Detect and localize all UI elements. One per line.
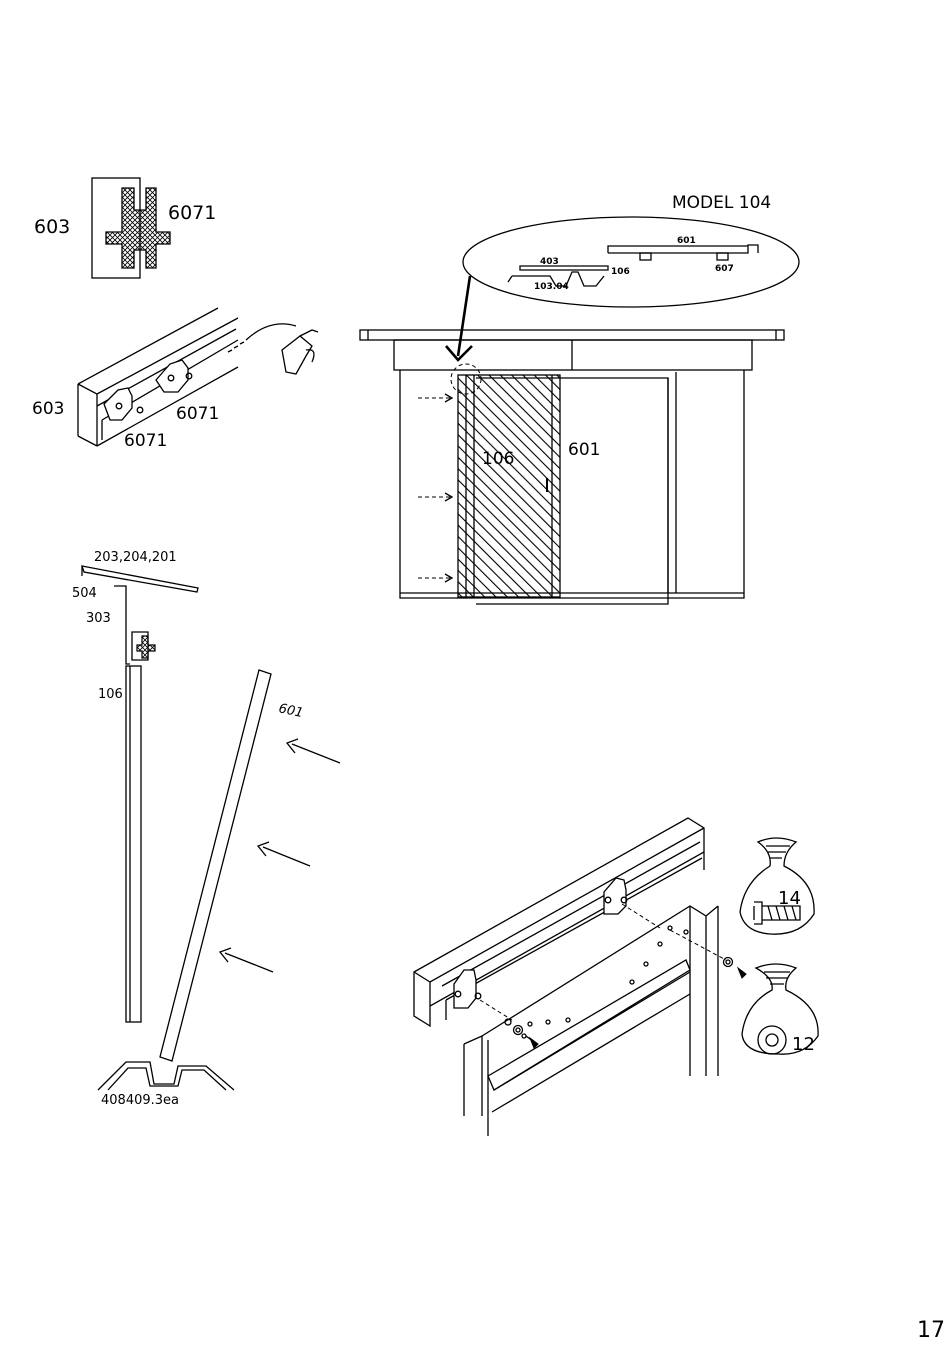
leader-arrow — [458, 276, 470, 356]
label-601-b: 601 — [277, 701, 304, 721]
label-203-204-201: 203,204,201 — [94, 550, 177, 565]
label-6071-c: 6071 — [124, 431, 167, 451]
wardrobe-frame — [360, 330, 784, 604]
label-408409: 408409.3ea — [101, 1093, 179, 1108]
model-104-view: MODEL 104 601 403 106 607 103.04 — [360, 193, 799, 604]
bag-label-12: 12 — [792, 1034, 815, 1055]
top-panel-203 — [82, 566, 198, 592]
label-6071: 6071 — [168, 202, 216, 224]
label-504: 504 — [72, 586, 97, 601]
screw-bag-icon: 14 — [740, 838, 814, 934]
label-106: 106 — [482, 449, 514, 469]
callout-106: 106 — [611, 267, 630, 277]
oil-can-icon — [246, 324, 318, 374]
callout-607: 607 — [715, 264, 734, 274]
label-6071-b: 6071 — [176, 404, 219, 424]
label-603: 603 — [34, 216, 70, 238]
runner-6071-a — [104, 388, 143, 420]
lubrication-detail: 603 6071 6071 — [32, 308, 318, 451]
door-601-profile — [160, 670, 271, 1061]
label-603-b: 603 — [32, 399, 64, 419]
door-106-profile — [126, 666, 141, 1022]
page-number: 17 — [917, 1318, 945, 1343]
callout-403: 403 — [540, 257, 559, 267]
runner-6071-b — [156, 360, 192, 392]
runner-mini — [137, 636, 155, 658]
label-106-b: 106 — [98, 687, 123, 702]
bracket-303 — [114, 586, 130, 664]
insertion-arrows — [418, 394, 452, 582]
callout-103-04: 103.04 — [534, 282, 569, 292]
callout-ellipse: 601 403 106 607 103.04 — [463, 217, 799, 307]
washer-bag-icon: 12 — [742, 964, 818, 1055]
runner-6071-section — [106, 188, 170, 268]
bag-label-14: 14 — [778, 888, 801, 909]
section-view: 203,204,201 504 303 106 601 408409.3ea — [72, 550, 340, 1108]
profile-detail: 603 6071 — [34, 178, 216, 278]
door-106-panel — [458, 375, 560, 597]
label-601: 601 — [568, 440, 600, 460]
model-title: MODEL 104 — [672, 193, 771, 213]
fixing-detail: 14 12 — [414, 818, 818, 1136]
label-303: 303 — [86, 611, 111, 626]
callout-601: 601 — [677, 236, 696, 246]
